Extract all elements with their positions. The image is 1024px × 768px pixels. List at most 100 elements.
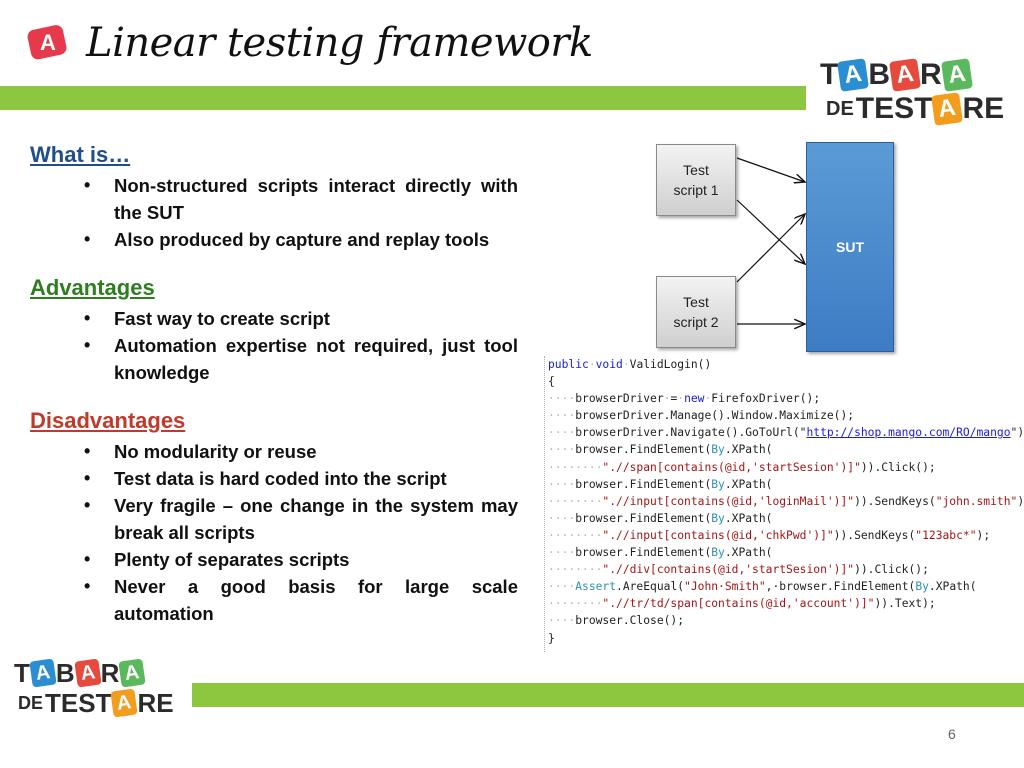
code-token: ········ [548,563,603,577]
brand-letter-tile: A [118,658,147,688]
code-token: browserDriver.Manage().Window.Maximize()… [575,409,855,423]
brand-letter: T [914,92,933,125]
brand-logo-row2: DE T E S T A R E [826,92,1004,126]
code-token: · [704,392,712,406]
brand-letter-tile: A [889,58,921,92]
code-token: ···· [548,409,576,423]
code-token: )).SendKeys( [854,494,936,508]
brand-letter-tile: A [110,688,139,718]
code-token: ···· [548,580,576,594]
code-token: By [711,546,725,560]
code-token: http://shop.mango.com/RO/mango [806,426,1011,440]
code-token: "John·Smith" [684,580,766,594]
list-item: Automation expertise not required, just … [30,332,518,386]
sut-label: SUT [836,239,864,255]
code-token: · [588,358,596,371]
code-token: By [711,477,725,491]
list-item: Test data is hard coded into the script [30,465,518,492]
brand-logo-top: T A B A R A DE T E S T A R E [820,58,1004,126]
code-line: ····browser.FindElement(By.XPath( [548,476,1022,493]
code-token: .XPath( [724,477,773,491]
code-line: ········".//div[contains(@id,'startSesio… [548,561,1022,578]
code-token: public [548,358,589,371]
code-token: void [595,358,623,371]
code-token: = [670,392,678,406]
code-token: ········ [548,597,603,611]
brand-logo-row1: T A B A R A [14,658,174,688]
code-token: ".//span[contains(@id,'startSesion')]" [602,460,861,474]
code-line: { [548,373,1022,390]
list-item: Plenty of separates scripts [30,546,518,573]
brand-letter: R [100,658,120,688]
arrow-script2-to-sut-top [736,214,805,283]
code-token: )).Click(); [860,460,936,474]
code-token: ···· [548,614,576,628]
code-line: } [548,630,1022,647]
code-token: browser.Close(); [575,614,685,628]
brand-letter: E [60,688,79,718]
brand-letter: E [156,688,174,718]
code-token: } [548,631,555,645]
code-token: .XPath( [928,580,977,594]
code-token: { [548,375,555,389]
code-token: "john.smith" [935,494,1018,508]
brand-logo-row1: T A B A R A [820,58,1004,92]
code-token: ); [1017,495,1022,508]
code-token: .XPath( [724,546,773,560]
brand-letter-tile: A [837,58,870,92]
disadvantages-list: No modularity or reuse Test data is hard… [30,438,518,627]
code-token: .XPath( [724,511,773,525]
code-token: browser.FindElement( [575,546,712,560]
brand-letter: T [14,658,30,688]
code-token: .AreEqual( [616,580,685,594]
test-script-1-line1: Test [683,162,709,178]
app-logo-icon: A [27,25,67,60]
code-token: new [684,392,705,406]
list-item: Never a good basis for large scale autom… [30,573,518,627]
advantages-list: Fast way to create script Automation exp… [30,305,518,386]
code-token: "123abc*" [915,528,977,542]
test-script-2-line2: script 2 [673,314,719,330]
code-line: ····browserDriver.Navigate().GoToUrl("ht… [548,424,1022,441]
diagram-arrows [736,157,920,360]
content-text: What is… Non-structured scripts interact… [30,142,518,627]
code-line: ····browserDriver.Manage().Window.Maximi… [548,407,1022,424]
brand-letter-tile: A [940,58,973,92]
list-item: No modularity or reuse [30,438,518,465]
brand-logo-row2: DE T E S T A R E [18,688,174,718]
brand-letter: E [874,92,895,125]
brand-letter: T [855,92,875,125]
code-token: ···· [548,392,576,406]
header-accent-bar [0,86,806,110]
code-line: ····Assert.AreEqual("John·Smith",·browse… [548,578,1022,595]
footer-accent-bar [192,683,1024,707]
code-line: public·void·ValidLogin() [548,356,1022,373]
code-sample: public·void·ValidLogin(){····browserDriv… [544,356,1022,652]
slide-title: Linear testing framework [86,20,593,66]
brand-letter: T [820,58,839,91]
code-token: browserDriver [575,392,664,406]
code-token: · [677,392,685,406]
code-line: ····browser.Close(); [548,612,1022,629]
code-token: ); [976,528,991,542]
code-line: ····browserDriver·=·new·FirefoxDriver(); [548,390,1022,407]
code-token: browser.FindElement( [575,511,712,525]
code-token: "); [1010,426,1022,440]
code-token: ········ [548,460,603,474]
code-token: ···· [548,426,576,440]
code-line: ········".//tr/td/span[contains(@id,'acc… [548,595,1022,612]
brand-logo-bottom: T A B A R A DE T E S T A R E [14,658,174,718]
code-line: ····browser.FindElement(By.XPath( [548,510,1022,527]
heading-what-is: What is… [30,142,131,167]
code-token: ········ [548,528,603,542]
code-token: · [663,392,671,406]
brand-letter: T [95,688,112,718]
code-token: browserDriver.Navigate().GoToUrl(" [575,426,807,440]
page-number: 6 [948,726,956,742]
code-token: ···· [548,546,576,560]
code-line: ········".//span[contains(@id,'startSesi… [548,459,1022,476]
brand-letter: T [45,688,61,718]
code-token: ".//input[contains(@id,'chkPwd')]" [602,528,834,542]
code-token: browser.FindElement( [575,443,712,457]
code-token: ".//tr/td/span[contains(@id,'account')]" [602,597,875,611]
